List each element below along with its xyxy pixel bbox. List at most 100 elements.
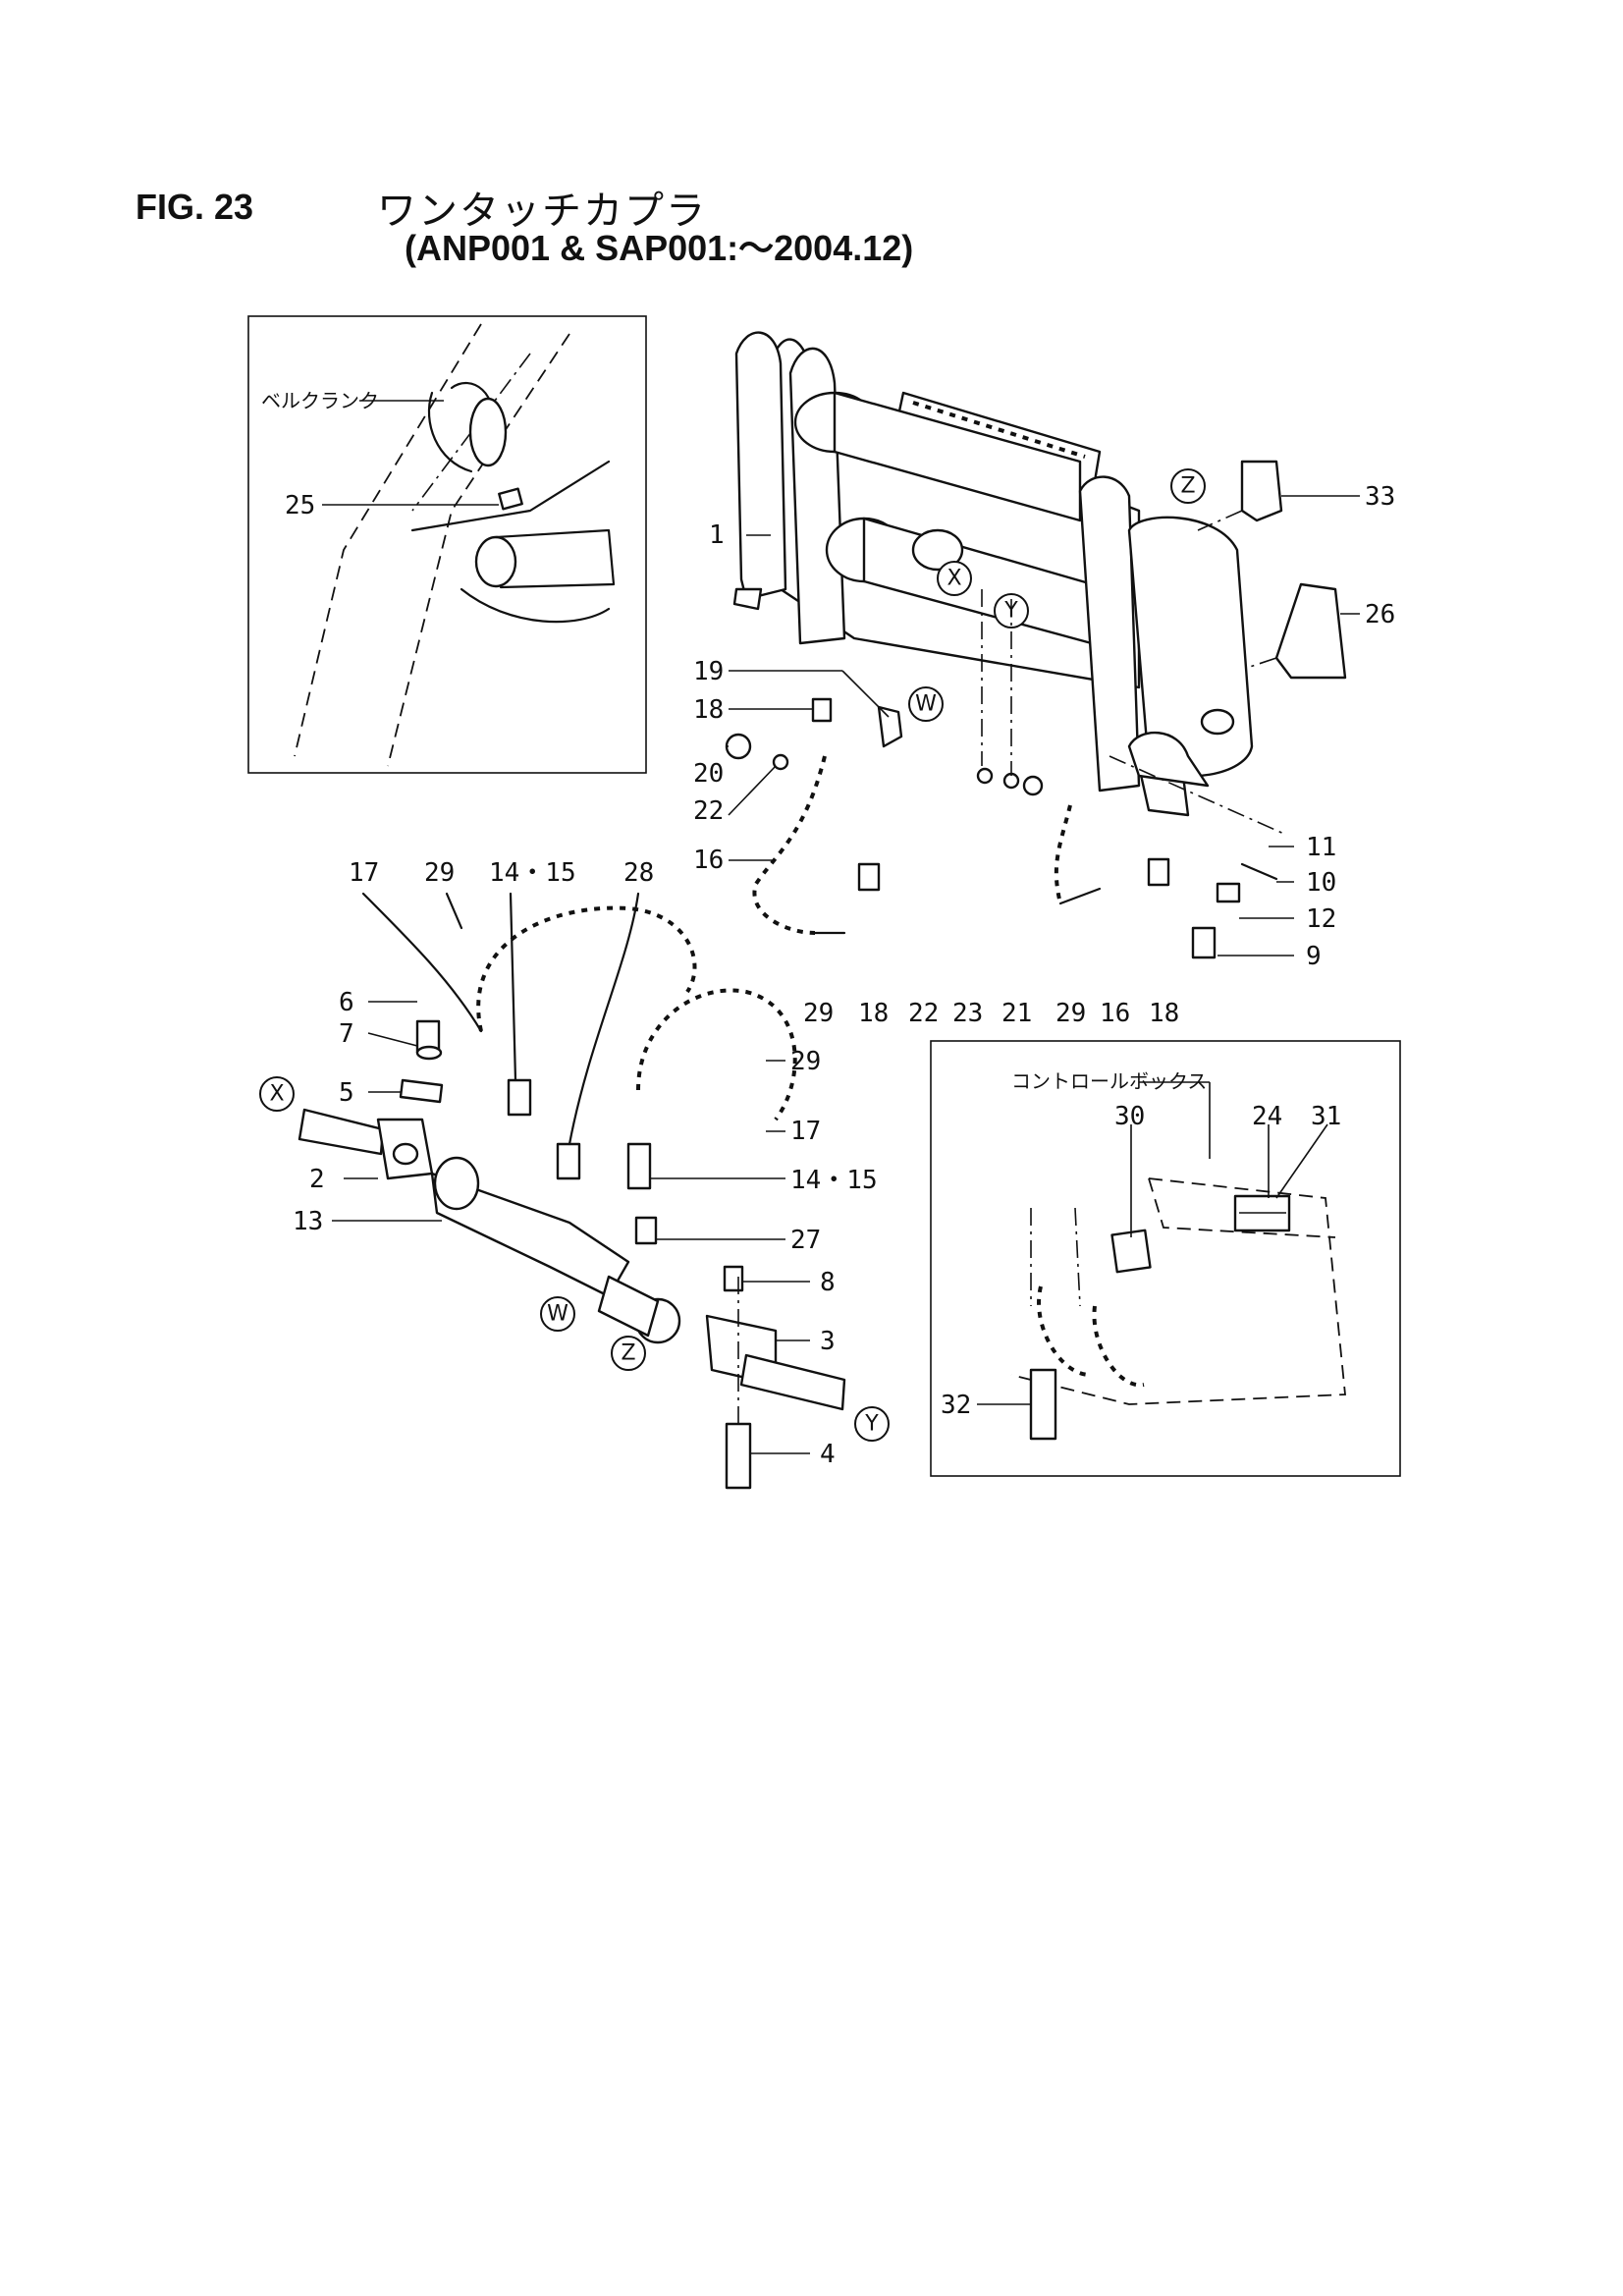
- bellcrank-shape: [427, 391, 473, 473]
- ref-marker-y-cyl-text: Y: [864, 1412, 879, 1437]
- washer-7: [415, 1045, 443, 1061]
- link-outline: [460, 587, 611, 624]
- cylinder-eye: [433, 1156, 480, 1211]
- ref-marker-x-body-text: X: [947, 567, 961, 591]
- part-number-17a: 17: [349, 858, 379, 888]
- part-number-7: 7: [339, 1019, 354, 1049]
- spring-10: [1240, 862, 1278, 881]
- wedge-alignment-line: [1197, 510, 1243, 531]
- washer-22: [772, 753, 789, 771]
- part-number-9: 9: [1306, 942, 1322, 971]
- inset-bellcrank: ベルクランク 25: [247, 315, 647, 774]
- leader-22a: [728, 765, 777, 816]
- part-number-24: 24: [1252, 1102, 1282, 1131]
- part-number-28: 28: [623, 858, 654, 888]
- control-box-outline: [1010, 1177, 1346, 1405]
- stopper-block: [498, 487, 523, 511]
- ref-marker-w-cyl: [540, 1296, 575, 1332]
- bellcrank-boss: [474, 535, 517, 588]
- wedge-33: 33: [1240, 460, 1395, 522]
- part-number-8: 8: [820, 1268, 836, 1297]
- wedge-alignment-line: [1246, 657, 1277, 669]
- part-number-2: 2: [309, 1165, 325, 1194]
- inset-control-box: コントロールボックス 30 24 31 32: [930, 1040, 1401, 1477]
- ref-marker-z-cyl: [611, 1336, 646, 1371]
- ref-marker-x-cyl-text: X: [269, 1082, 284, 1107]
- left-side-plate: [734, 331, 787, 601]
- part-number-18c: 18: [1149, 999, 1179, 1028]
- part-number-25: 25: [285, 491, 315, 520]
- part-number-18b: 18: [858, 999, 889, 1028]
- wedge-block-26: [1274, 582, 1347, 680]
- part-number-27: 27: [790, 1226, 821, 1255]
- leader-19-elbow: [841, 670, 890, 718]
- part-number-16b: 16: [1100, 999, 1130, 1028]
- label-control-box: コントロールボックス: [1011, 1069, 1207, 1093]
- part-number-23: 23: [952, 999, 983, 1028]
- lever-line: [1074, 1207, 1081, 1307]
- part-number-26: 26: [1365, 600, 1395, 629]
- part-number-14-15b: 14・15: [790, 1166, 878, 1195]
- part-number-29d: 29: [790, 1047, 821, 1076]
- fitting-28: [556, 1142, 581, 1180]
- inset-bellcrank-frame: [247, 315, 647, 774]
- ref-marker-x-body: [937, 561, 972, 596]
- bolt-20: [725, 733, 752, 760]
- label-plate-30: [1110, 1229, 1152, 1274]
- pin-rod-x: [298, 1108, 385, 1156]
- adapter-14-15b: [626, 1142, 652, 1190]
- part-number-18a: 18: [693, 695, 724, 725]
- ref-marker-z-body-text: Z: [1180, 474, 1195, 499]
- part-number-14-15a: 14・15: [489, 858, 576, 888]
- leader-31: [1275, 1123, 1328, 1199]
- cylinder-assembly: 17 29 14・15 28 29 17 14・15 27 6 7 5 X: [259, 858, 890, 1490]
- part-number-29b: 29: [1055, 999, 1086, 1028]
- bellcrank-pin: [468, 397, 508, 467]
- part-number-21: 21: [1001, 999, 1032, 1028]
- ref-marker-z-body: [1170, 468, 1206, 504]
- nut-21: [1022, 775, 1044, 796]
- figure-number: FIG. 23: [135, 187, 254, 227]
- upper-pin-tube: [833, 391, 1082, 522]
- hose-assembly-upper: W 19 18 20 22 16 11 10 12 9 29 18 22 23 …: [693, 589, 1336, 1028]
- ref-marker-w-cyl-text: W: [547, 1302, 568, 1327]
- pin-rod-y: [739, 1353, 846, 1411]
- link-outline: [494, 528, 616, 589]
- hose-16-right: [1054, 804, 1072, 904]
- part-number-22a: 22: [693, 796, 724, 826]
- boom-outline: [294, 323, 482, 757]
- elbow-18-top: [811, 697, 833, 723]
- coupler-body: 1 33 26 X Y Z: [709, 331, 1395, 817]
- part-number-16a: 16: [693, 846, 724, 875]
- leader-29c: [445, 892, 463, 930]
- hose-29-left: [476, 905, 697, 1032]
- cover-hatch: [912, 401, 1086, 459]
- pin-4: [725, 1422, 752, 1490]
- elbow-18-mid: [857, 862, 881, 892]
- hook-lip: [1127, 732, 1210, 788]
- part-number-6: 6: [339, 988, 354, 1017]
- clamp-19: [877, 705, 903, 748]
- elbow-18-right: [1147, 857, 1170, 887]
- hose-29-right: [636, 988, 797, 1121]
- bolt-9: [1191, 926, 1217, 959]
- figure-title-serial-range: (ANP001 & SAP001:〜2004.12): [405, 228, 914, 268]
- wedge-block-33: [1240, 460, 1283, 522]
- part-number-4: 4: [820, 1440, 836, 1469]
- label-bellcrank: ベルクランク: [261, 389, 379, 412]
- part-number-11: 11: [1306, 833, 1336, 862]
- plate-5: [399, 1078, 444, 1104]
- lever-boot-left: [1037, 1285, 1091, 1377]
- left-foot: [732, 587, 763, 611]
- ref-marker-w-hose: [908, 686, 944, 722]
- leader-17a: [361, 892, 483, 1033]
- piston-rod: [597, 1275, 660, 1338]
- ref-marker-z-cyl-text: Z: [621, 1341, 635, 1366]
- part-number-31: 31: [1311, 1102, 1341, 1131]
- part-number-22b: 22: [908, 999, 939, 1028]
- part-number-30: 30: [1114, 1102, 1145, 1131]
- leader-28: [568, 892, 640, 1146]
- adapter-14-15a: [507, 1078, 532, 1117]
- grease-nipple-8: [723, 1265, 744, 1292]
